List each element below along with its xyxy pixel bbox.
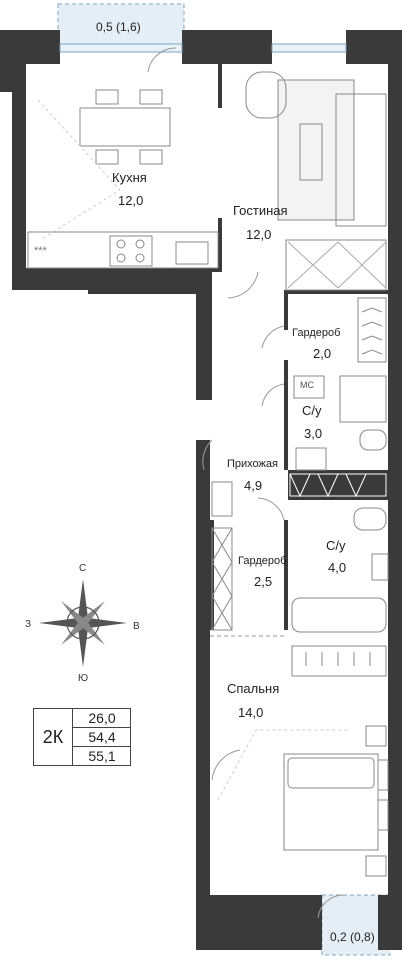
living-area-value: 26,0 [88, 710, 116, 726]
bedroom-area: 14,0 [238, 705, 264, 720]
apartment-type: 2К [34, 709, 73, 765]
summary-divider-2 [73, 746, 130, 747]
living-furniture [245, 71, 387, 291]
bottom-balcony-area: 0,2 (0,8) [330, 930, 375, 944]
top-balcony [57, 3, 185, 49]
wardrobe1-name: Гардероб [292, 327, 341, 339]
compass-east: В [133, 621, 140, 632]
bath1-area: 3,0 [304, 426, 323, 441]
wardrobe1-area: 2,0 [313, 346, 332, 361]
stove-label: *** [34, 245, 47, 257]
wardrobe2 [211, 481, 233, 631]
top-balcony-area: 0,5 (1,6) [96, 20, 141, 34]
bath1-name: С/у [302, 403, 322, 418]
hall-area: 4,9 [244, 478, 263, 493]
kitchen-furniture [27, 89, 219, 269]
wardrobe2-area: 2,5 [254, 574, 273, 589]
summary-divider-1 [73, 727, 130, 728]
bedroom-name: Спальня [227, 681, 280, 696]
compass-rose [39, 579, 127, 667]
bath2-area: 4,0 [328, 560, 347, 575]
apartment-summary: 2К 26,0 54,4 55,1 [33, 708, 131, 766]
door-swings [147, 47, 345, 919]
washer-label: МС [300, 380, 314, 390]
windows [59, 43, 347, 53]
bath1-fixtures [293, 375, 387, 471]
compass-north: С [79, 563, 87, 574]
kitchen-name: Кухня [112, 170, 147, 185]
wardrobe2-name: Гардероб [238, 555, 287, 567]
compass-west: З [25, 619, 32, 630]
total-area-value: 54,4 [88, 729, 116, 745]
wardrobe1-hangers [357, 297, 387, 363]
bedroom-furniture [217, 725, 389, 877]
living-area: 12,0 [246, 227, 272, 242]
compass-south: Ю [78, 673, 89, 684]
hall-name: Прихожая [227, 458, 278, 470]
outer-walls [0, 30, 402, 950]
bath2-fixtures [291, 507, 389, 677]
kitchen-area: 12,0 [118, 193, 144, 208]
bath2-name: С/у [326, 538, 346, 553]
living-name: Гостиная [233, 203, 288, 218]
total-with-balcony-value: 55,1 [88, 748, 116, 764]
